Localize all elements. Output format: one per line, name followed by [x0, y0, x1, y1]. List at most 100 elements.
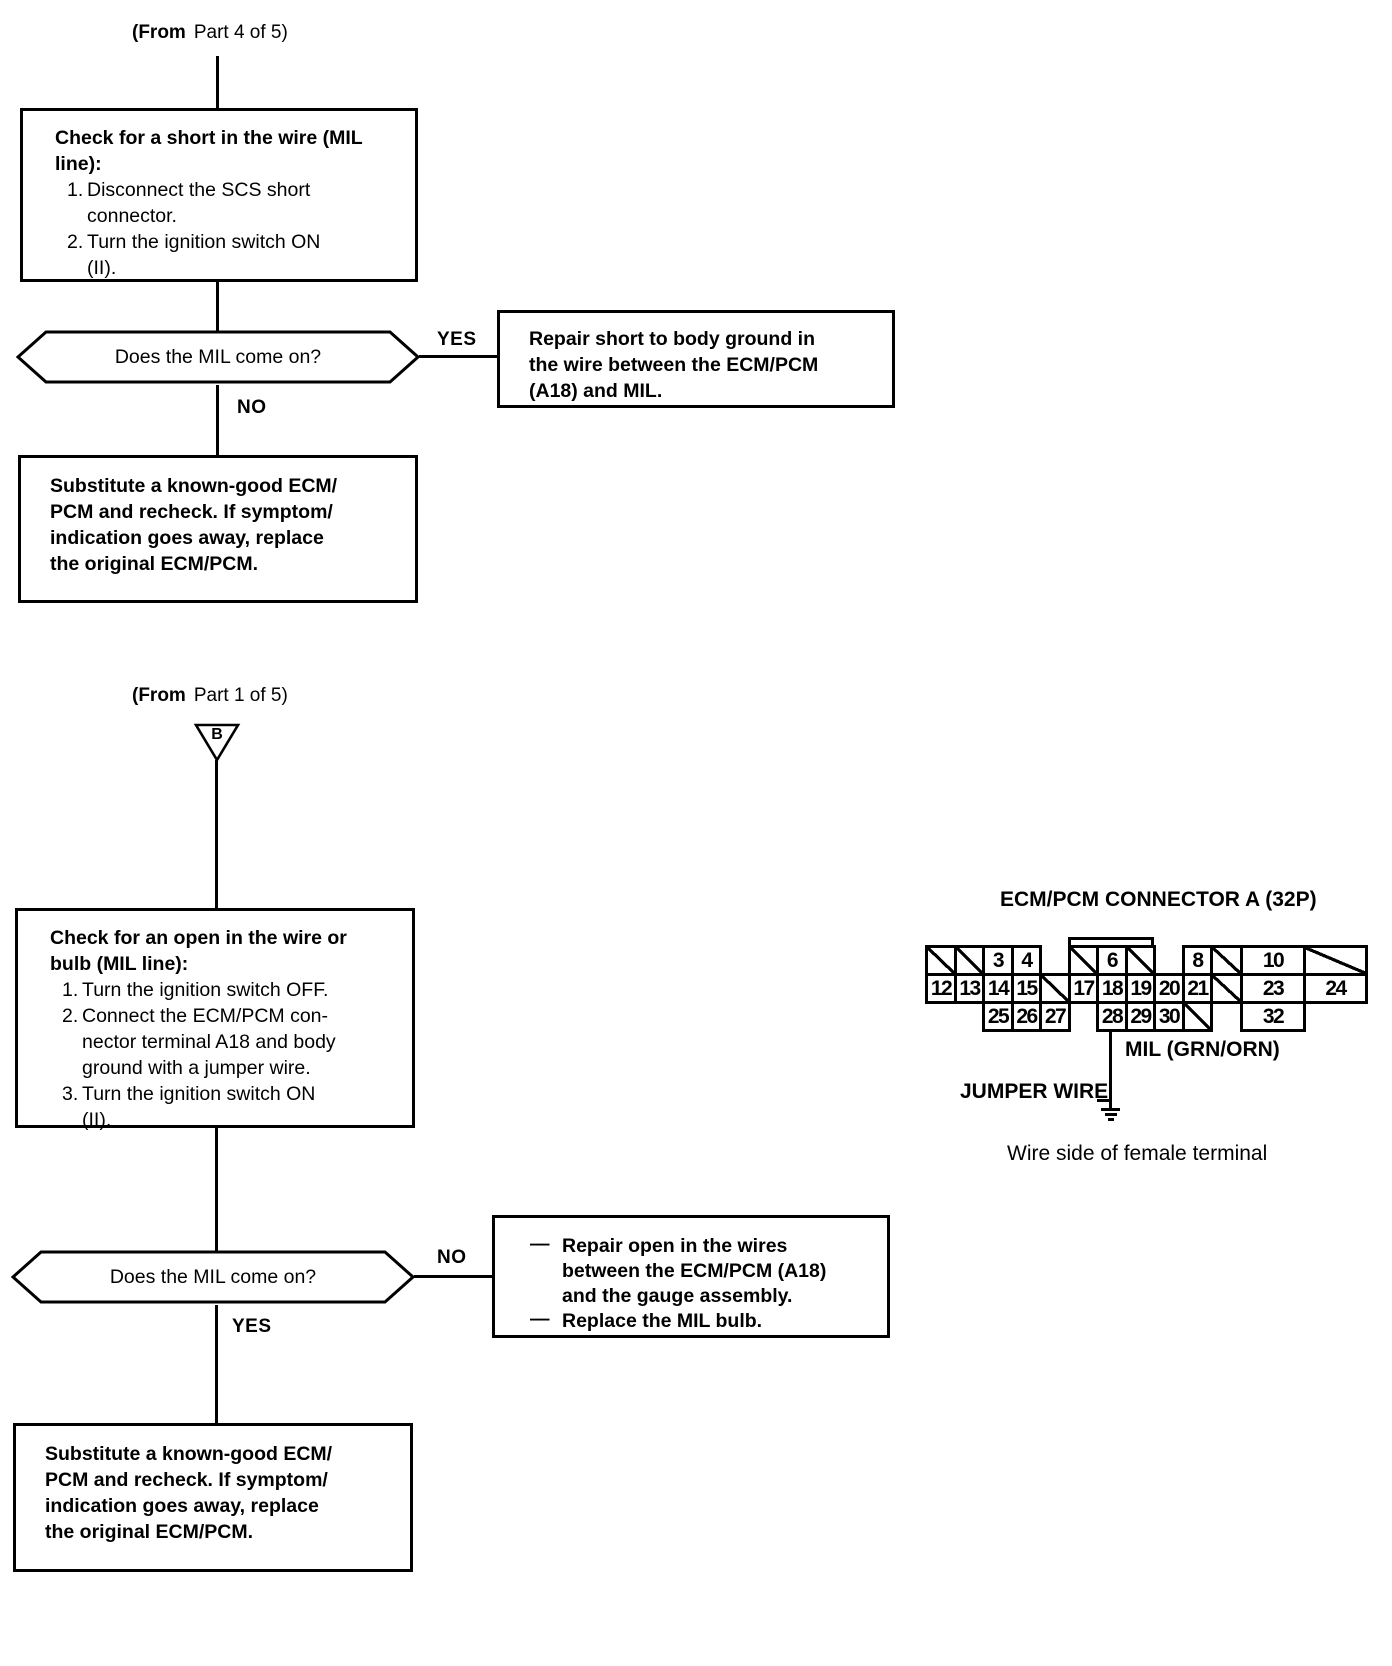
text-line: Check for an open in the wire or — [50, 927, 347, 949]
connector-title: ECM/PCM CONNECTOR A (32P) — [1000, 888, 1317, 911]
no-branch-label: NO — [237, 397, 267, 418]
text-line: Repair open in the wires — [562, 1235, 788, 1257]
list-item-number: 3. — [62, 1083, 79, 1105]
box-heading: Check for an open in the wire or bulb (MI… — [50, 925, 402, 977]
list-item-number: 2. — [67, 231, 84, 253]
box-text: Repair short to body ground in the wire b… — [529, 326, 882, 404]
text-line: bulb (MIL line): — [50, 953, 189, 975]
pin-18: 18 — [1096, 973, 1128, 1004]
flow-connector-line — [216, 280, 219, 333]
action-box-substitute-2: Substitute a known-good ECM/PCM and rech… — [13, 1423, 413, 1572]
text-line: connector. — [87, 205, 177, 227]
pin-26: 26 — [1011, 1001, 1042, 1032]
text-line: Turn the ignition switch OFF. — [82, 979, 329, 1001]
list-item-number: 1. — [67, 179, 84, 201]
yes-branch-line — [419, 355, 497, 358]
text-line: (II). — [82, 1109, 112, 1131]
text-line: Substitute a known-good ECM/ — [45, 1443, 333, 1465]
list-item: 3.Turn the ignition switch ON (II). — [50, 1081, 402, 1133]
text-line: PCM and recheck. If symptom/ — [45, 1469, 328, 1491]
pin-blocked-cell — [1303, 945, 1368, 976]
pin-17: 17 — [1068, 973, 1099, 1004]
pin-28: 28 — [1096, 1001, 1128, 1032]
from-prefix: (From — [132, 685, 186, 706]
flow-connector-line — [215, 1305, 218, 1423]
list-item: 2.Turn the ignition switch ON(II). — [55, 229, 405, 281]
jumper-wire-line — [1109, 1002, 1112, 1109]
mil-wire-label: MIL (GRN/ORN) — [1125, 1038, 1280, 1061]
text-line: indication goes away, replace — [45, 1495, 319, 1517]
yes-branch-label: YES — [232, 1316, 272, 1337]
list-item: —Replace the MIL bulb. — [530, 1308, 877, 1334]
flow-connector-line — [216, 385, 219, 455]
text-line: Connect the ECM/PCM con- — [82, 1005, 329, 1027]
pin-blocked-cell — [1068, 945, 1099, 976]
numbered-steps: 1.Turn the ignition switch OFF.2.Connect… — [50, 977, 402, 1133]
list-item: 2.Connect the ECM/PCM con-nector termina… — [50, 1003, 402, 1081]
pin-blocked-cell — [1210, 973, 1243, 1004]
hexagon-shape — [15, 330, 421, 384]
from-part-4-label: (From Part 4 of 5) — [132, 22, 288, 44]
text-line: (A18) and MIL. — [529, 380, 663, 402]
pin-3: 3 — [982, 945, 1014, 976]
text-line: ground with a jumper wire. — [82, 1057, 311, 1079]
pin-13: 13 — [954, 973, 985, 1004]
pin-23: 23 — [1240, 973, 1306, 1004]
pin-blocked-cell — [1039, 973, 1071, 1004]
pin-29: 29 — [1125, 1001, 1156, 1032]
pin-blocked-cell — [1210, 945, 1243, 976]
triangle-shape — [193, 723, 241, 763]
text-line: Repair short to body ground in — [529, 328, 815, 350]
decision-text: Does the MIL come on? — [114, 346, 322, 368]
pin-blocked-cell — [1125, 945, 1156, 976]
text-line: Check for a short in the wire (MIL — [55, 127, 363, 149]
connector-symbol-b: B — [193, 722, 241, 769]
pin-19: 19 — [1125, 973, 1156, 1004]
jumper-wire-label: JUMPER WIRE — [960, 1080, 1109, 1103]
jumper-leader-line — [1097, 1099, 1111, 1102]
from-part-text: Part 1 of 5) — [193, 685, 288, 706]
pin-12: 12 — [925, 973, 957, 1004]
pin-blocked-cell — [925, 945, 957, 976]
pin-25: 25 — [982, 1001, 1014, 1032]
pin-32: 32 — [1240, 1001, 1306, 1032]
from-part-1-label: (From Part 1 of 5) — [132, 685, 288, 707]
pin-14: 14 — [982, 973, 1014, 1004]
text-line: Turn the ignition switch ON — [82, 1083, 316, 1105]
pin-24: 24 — [1303, 973, 1368, 1004]
pin-30: 30 — [1153, 1001, 1185, 1032]
from-prefix: (From — [132, 22, 186, 43]
pin-21: 21 — [1182, 973, 1213, 1004]
text-line: Substitute a known-good ECM/ — [50, 475, 338, 497]
box-text: Substitute a known-good ECM/PCM and rech… — [50, 473, 405, 577]
connector-caption: Wire side of female terminal — [1007, 1142, 1268, 1165]
connector-ref-letter: B — [211, 726, 223, 743]
text-line: (II). — [87, 257, 117, 279]
text-line: the wire between the ECM/PCM — [529, 354, 819, 376]
list-item-number: 1. — [62, 979, 79, 1001]
from-part-text: Part 4 of 5) — [193, 22, 288, 43]
flow-connector-line — [216, 56, 219, 110]
decision-hexagon-1: Does the MIL come on? — [15, 330, 421, 389]
pin-20: 20 — [1153, 973, 1185, 1004]
text-line: between the ECM/PCM (A18) — [562, 1260, 827, 1282]
no-branch-label: NO — [437, 1247, 467, 1268]
text-line: Replace the MIL bulb. — [562, 1310, 763, 1332]
hexagon-shape — [10, 1250, 416, 1304]
decision-hexagon-2: Does the MIL come on? — [10, 1250, 416, 1309]
pin-10: 10 — [1240, 945, 1306, 976]
pin-6: 6 — [1096, 945, 1128, 976]
pin-4: 4 — [1011, 945, 1042, 976]
pin-blocked-cell — [1182, 1001, 1213, 1032]
ground-symbol — [1105, 1113, 1117, 1116]
yes-branch-label: YES — [437, 329, 477, 350]
pin-blocked-cell — [954, 945, 985, 976]
process-box-check-open: Check for an open in the wire or bulb (MI… — [15, 908, 415, 1131]
